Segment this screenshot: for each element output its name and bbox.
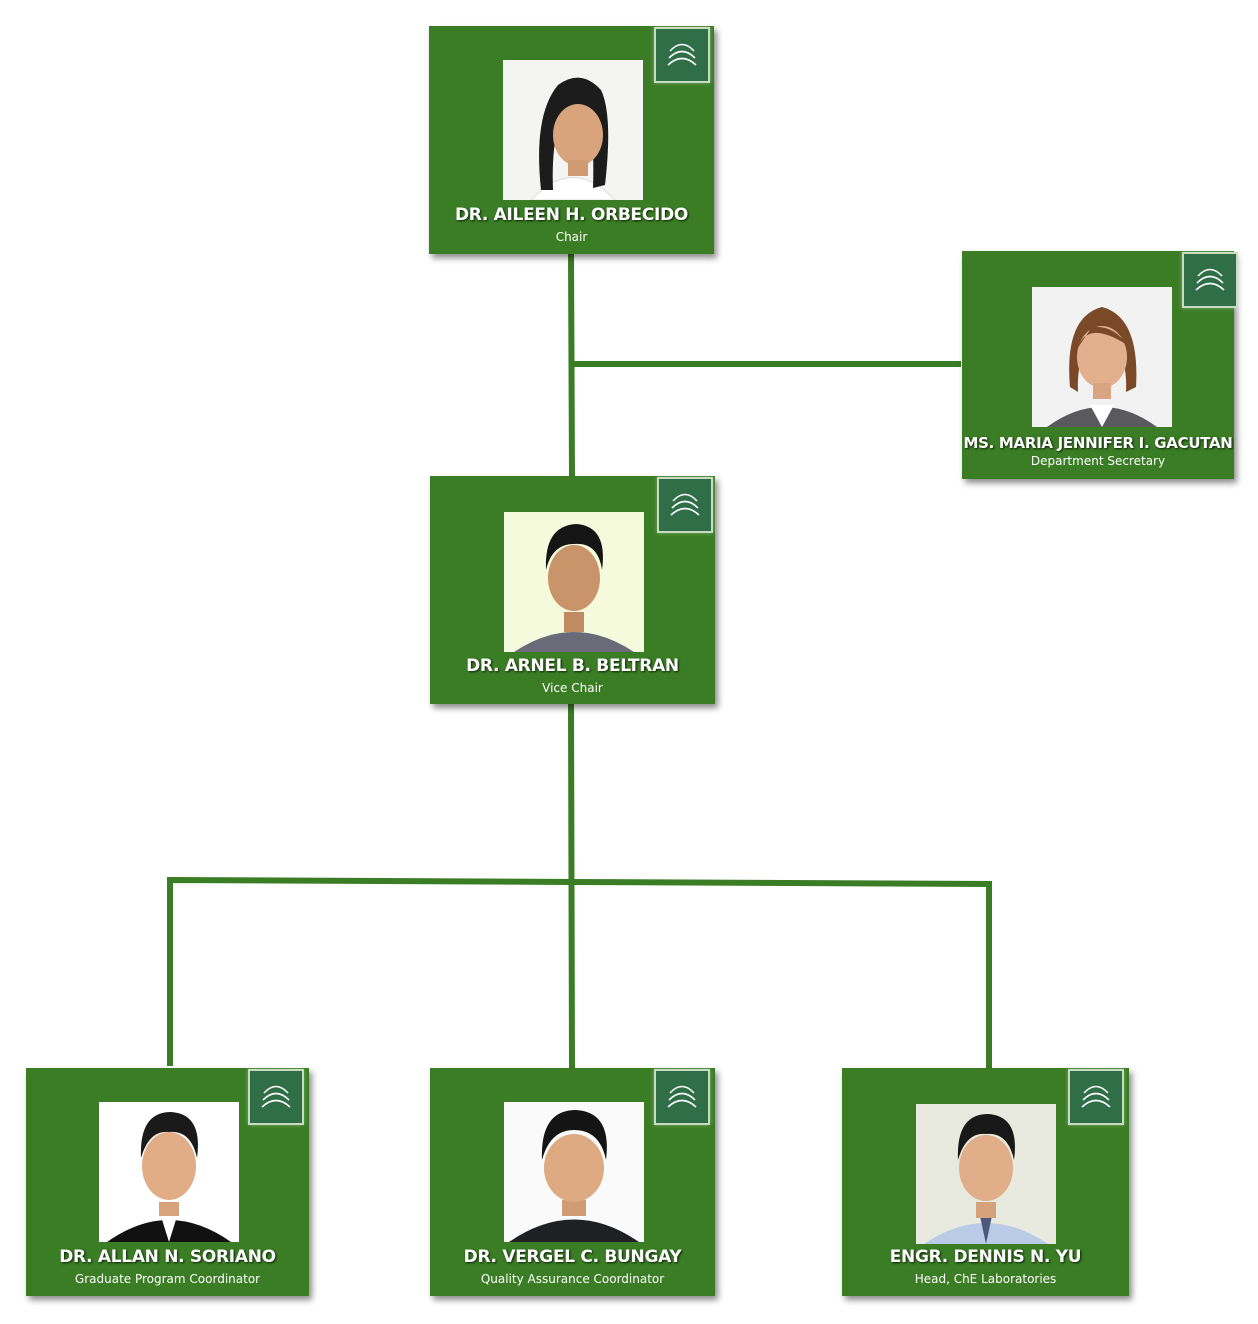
card-qa-coordinator: DR. VERGEL C. BUNGAY Quality Assurance C… xyxy=(430,1068,715,1296)
person-role: Vice Chair xyxy=(542,681,603,695)
portrait-photo xyxy=(504,512,644,652)
person-role: Graduate Program Coordinator xyxy=(74,1272,261,1286)
card-vice-chair: DR. ARNEL B. BELTRAN Vice Chair xyxy=(430,476,715,704)
portrait-photo xyxy=(99,1102,239,1242)
person-role: Quality Assurance Coordinator xyxy=(480,1272,665,1286)
person-name: ENGR. DENNIS N. YU xyxy=(889,1247,1082,1267)
person-role: Department Secretary xyxy=(1030,454,1166,468)
university-logo-icon xyxy=(248,1069,304,1125)
person-name: DR. AILEEN H. ORBECIDO xyxy=(454,205,689,225)
connector-bottom-bar xyxy=(167,876,992,1068)
person-role: Chair xyxy=(555,230,588,244)
university-logo-icon xyxy=(1068,1069,1124,1125)
person-name: DR. ALLAN N. SORIANO xyxy=(59,1247,276,1267)
university-logo-icon xyxy=(657,477,713,533)
connector-vicechair-down xyxy=(568,703,575,1069)
portrait-photo xyxy=(503,60,643,200)
university-logo-icon xyxy=(1182,252,1238,308)
card-graduate-coordinator: DR. ALLAN N. SORIANO Graduate Program Co… xyxy=(26,1068,309,1296)
university-logo-icon xyxy=(654,27,710,83)
portrait-photo xyxy=(504,1102,644,1242)
card-secretary: MS. MARIA JENNIFER I. GACUTAN Department… xyxy=(962,251,1238,479)
connector-chair-down xyxy=(568,253,575,479)
person-role: Head, ChE Laboratories xyxy=(914,1272,1057,1286)
card-chair: DR. AILEEN H. ORBECIDO Chair xyxy=(429,26,714,254)
person-name: DR. ARNEL B. BELTRAN xyxy=(466,656,679,676)
university-logo-icon xyxy=(654,1069,710,1125)
portrait-photo xyxy=(1032,287,1172,427)
person-name: DR. VERGEL C. BUNGAY xyxy=(463,1247,682,1267)
card-laboratories-head: ENGR. DENNIS N. YU Head, ChE Laboratorie… xyxy=(842,1068,1129,1296)
portrait-photo xyxy=(916,1104,1056,1244)
person-name: MS. MARIA JENNIFER I. GACUTAN xyxy=(963,434,1233,452)
